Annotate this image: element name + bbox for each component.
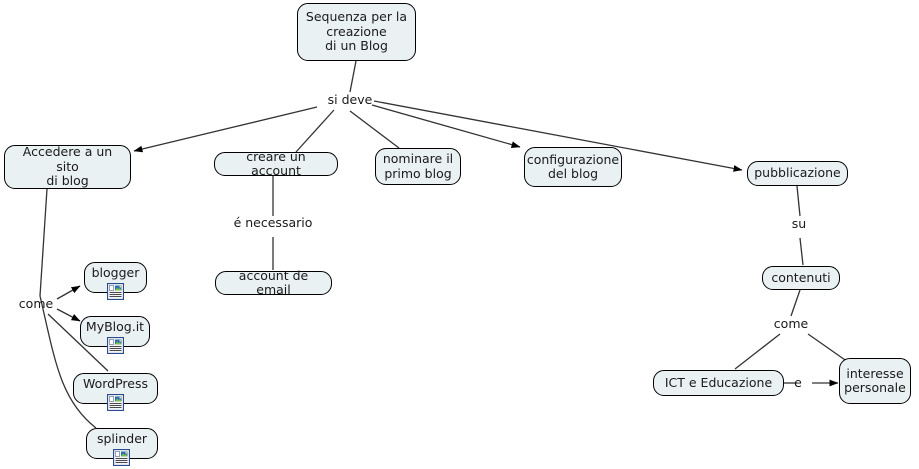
node-interesse-personale[interactable]: interesse personale	[839, 358, 911, 404]
node-splinder-label: splinder	[96, 431, 148, 447]
edge-pubblicazione-su	[796, 185, 801, 217]
edge-sideve-nominare	[349, 110, 400, 149]
edge-comeleft-myblog	[56, 308, 81, 322]
node-ict-label: ICT e Educazione	[664, 374, 773, 390]
link-label-e-necessario: é necessario	[225, 216, 321, 230]
document-resource-icon[interactable]	[107, 337, 124, 354]
edge-comeright-interesse	[807, 333, 849, 363]
node-wordpress-label: WordPress	[82, 376, 149, 392]
document-resource-icon[interactable]	[113, 449, 130, 466]
document-resource-icon[interactable]	[107, 394, 124, 411]
node-pubblicazione[interactable]: pubblicazione	[747, 161, 848, 186]
link-label-su: su	[785, 217, 813, 231]
link-label-e: e	[790, 376, 806, 390]
node-splinder[interactable]: splinder	[86, 428, 158, 459]
edge-accedere-comeleft	[39, 188, 48, 297]
node-configurazione-del-blog[interactable]: configurazione del blog	[524, 147, 622, 187]
edge-sideve-configurazione	[371, 104, 521, 148]
node-pubblicazione-label: pubblicazione	[754, 165, 841, 181]
node-root[interactable]: Sequenza per la creazione di un Blog	[297, 3, 416, 61]
node-contenuti-label: contenuti	[771, 269, 831, 285]
edge-comeleft-blogger	[56, 285, 81, 300]
link-label-come-left: come	[14, 297, 58, 311]
node-creare-un-account[interactable]: creare un account	[214, 148, 338, 178]
node-root-label: Sequenza per la creazione di un Blog	[305, 9, 408, 54]
node-account-email-label: account de email	[238, 267, 309, 297]
node-account-de-email[interactable]: account de email	[215, 267, 332, 297]
link-label-come-right-text: come	[773, 316, 809, 331]
edge-sideve-accedere	[133, 106, 318, 153]
edge-sideve-creare	[295, 109, 335, 153]
node-myblog-label: MyBlog.it	[85, 319, 145, 335]
node-ict-e-educazione[interactable]: ICT e Educazione	[653, 370, 784, 396]
node-contenuti[interactable]: contenuti	[762, 266, 840, 290]
node-nominare-il-primo-blog[interactable]: nominare il primo blog	[375, 148, 461, 185]
edge-comeright-ict	[734, 333, 781, 370]
node-blogger-label: blogger	[91, 265, 140, 281]
link-label-si-deve-text: si deve	[327, 92, 373, 107]
node-accedere-a-un-sito-di-blog[interactable]: Accedere a un sito di blog	[4, 145, 131, 189]
link-label-come-right: come	[769, 317, 813, 331]
node-interesse-label: interesse personale	[844, 365, 906, 395]
link-label-e-text: e	[794, 375, 802, 390]
link-label-e-necessario-text: é necessario	[233, 215, 313, 230]
node-creare-account-label: creare un account	[246, 148, 306, 178]
edge-su-contenuti	[799, 237, 804, 266]
link-label-si-deve: si deve	[317, 93, 383, 107]
edge-contenuti-comeright	[790, 289, 801, 317]
link-label-come-left-text: come	[18, 296, 54, 311]
document-resource-icon[interactable]	[107, 283, 124, 300]
node-accedere-label: Accedere a un sito di blog	[22, 144, 113, 189]
node-nominare-label: nominare il primo blog	[382, 151, 454, 181]
node-configurazione-label: configurazione del blog	[526, 151, 620, 181]
link-label-su-text: su	[791, 216, 807, 231]
edge-root-sideve	[349, 60, 357, 93]
